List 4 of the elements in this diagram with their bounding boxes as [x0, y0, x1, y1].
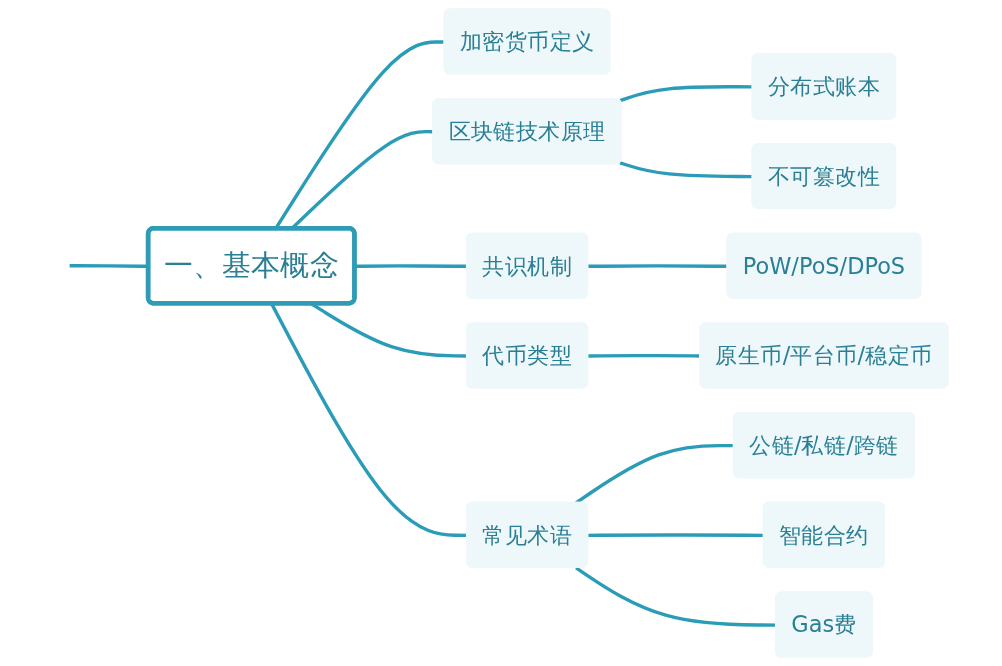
connector	[619, 161, 753, 179]
connector	[588, 264, 728, 268]
connector	[619, 85, 753, 103]
connector	[588, 533, 764, 538]
